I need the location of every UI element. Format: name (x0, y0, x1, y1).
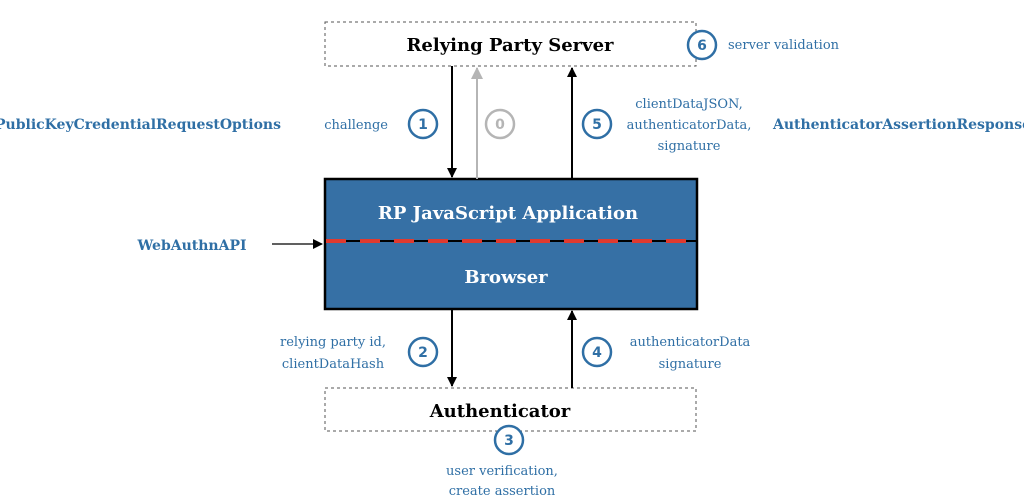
step-badge-1: 1 (407, 108, 439, 140)
step-badge-0: 0 (484, 108, 516, 140)
step-number-4: 4 (592, 345, 602, 361)
request-options-label: PublicKeyCredentialRequestOptions (0, 117, 281, 133)
step-number-6: 6 (697, 38, 707, 54)
authenticator-title: Authenticator (429, 401, 571, 422)
step-number-0: 0 (495, 117, 505, 133)
step-5-note-line-3: signature (658, 139, 721, 154)
step-number-5: 5 (592, 117, 602, 133)
step-1-note: challenge (324, 118, 388, 133)
step-badge-5: 5 (581, 108, 613, 140)
step-number-3: 3 (504, 433, 514, 449)
browser-title: Browser (464, 267, 548, 288)
step-3-note-line-1: user verification, (446, 464, 558, 479)
step-4-note-line-2: signature (659, 357, 722, 372)
step-2-note-line-2: clientDataHash (282, 357, 385, 372)
main-app-box (323, 177, 699, 311)
assertion-response-label: AuthenticatorAssertionResponse (772, 117, 1024, 133)
relying-party-server-title: Relying Party Server (406, 35, 614, 56)
webauthn-api-label: WebAuthnAPI (136, 238, 246, 254)
step-3-note-line-2: create assertion (449, 484, 556, 498)
step-badge-3: 3 (493, 424, 525, 456)
step-badge-6: 6 (686, 29, 718, 61)
step-number-2: 2 (418, 345, 428, 361)
step-badge-4: 4 (581, 336, 613, 368)
step-number-1: 1 (418, 117, 428, 133)
step-2-note-line-1: relying party id, (280, 335, 386, 350)
step-6-note: server validation (728, 38, 840, 53)
authenticator-box (324, 387, 697, 432)
step-badge-2: 2 (407, 336, 439, 368)
step-5-note-line-1: clientDataJSON, (635, 97, 743, 112)
rp-app-title: RP JavaScript Application (378, 203, 638, 224)
step-5-note-line-2: authenticatorData, (627, 118, 752, 133)
step-4-note-line-1: authenticatorData (630, 335, 751, 350)
